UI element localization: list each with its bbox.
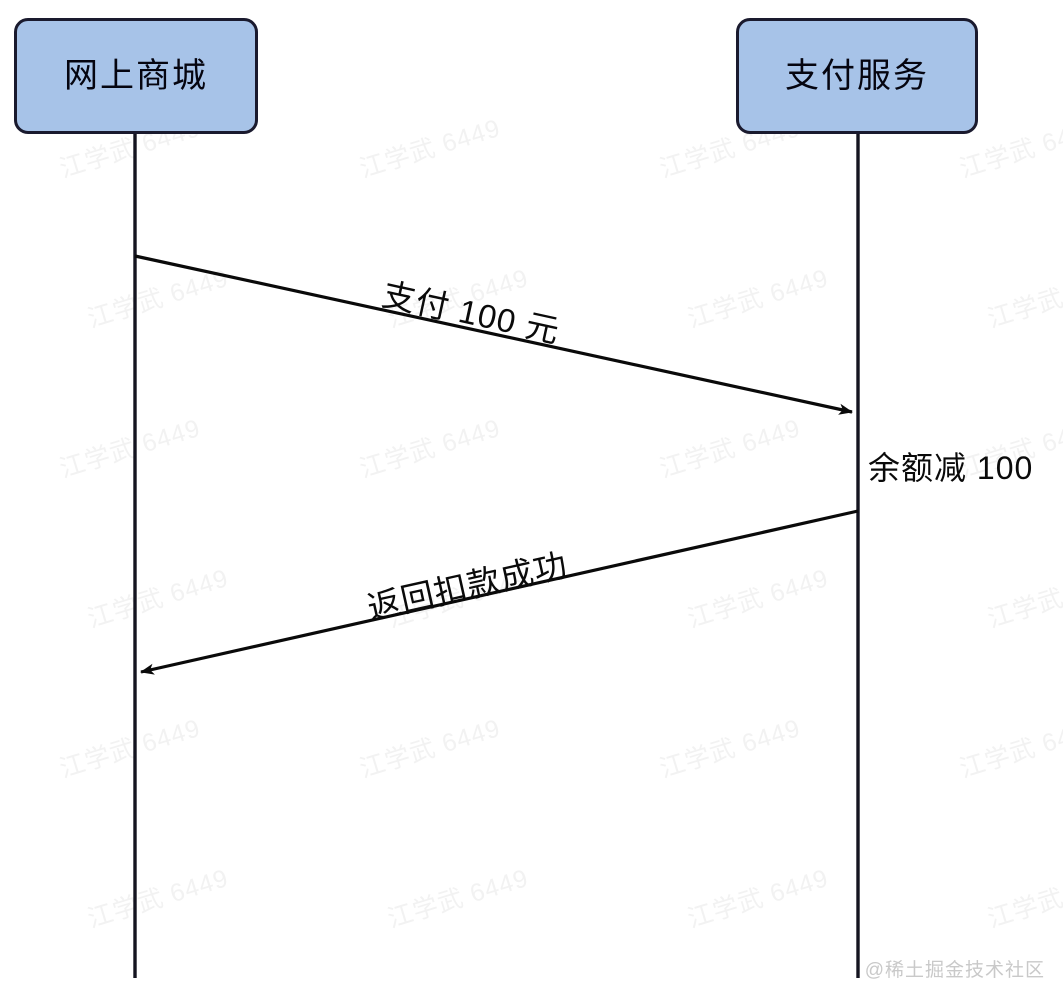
note-balance-deduction: 余额减 100 xyxy=(868,450,1034,486)
participant-label-online-mall: 网上商城 xyxy=(64,57,208,95)
attribution-watermark: @稀土掘金技术社区 xyxy=(864,960,1045,981)
participant-box-payment-service[interactable]: 支付服务 xyxy=(736,18,978,134)
participant-box-online-mall[interactable]: 网上商城 xyxy=(14,18,258,134)
participant-label-payment-service: 支付服务 xyxy=(785,57,929,95)
message-arrow-payment xyxy=(134,254,853,415)
message-arrow-return xyxy=(140,509,859,675)
